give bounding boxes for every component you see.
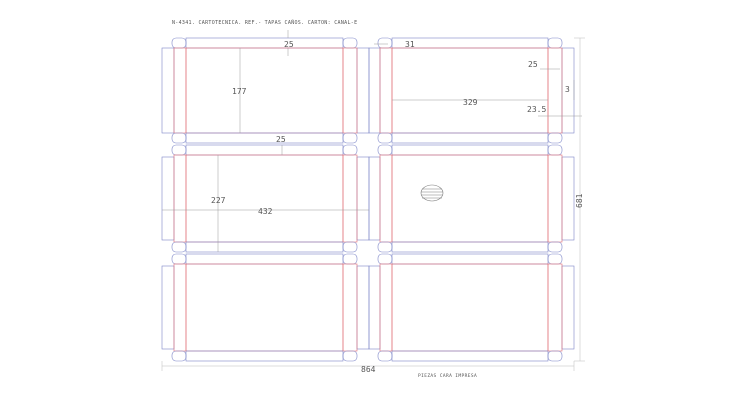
dim-top-flap: 25: [284, 40, 294, 49]
bottom-row: [161, 253, 575, 362]
dim-top-length: 329: [463, 98, 478, 107]
center-logo-mark: [420, 184, 444, 202]
dimension-lines: [161, 30, 585, 371]
footer-note: PIEZAS CARA IMPRESA: [418, 373, 477, 379]
dim-mid-length: 432: [258, 207, 273, 216]
dim-small-gap: 3: [565, 85, 570, 94]
dim-corner-flap: 23.5: [527, 105, 546, 114]
dim-overall-width: 864: [361, 365, 376, 374]
middle-row: [161, 144, 575, 253]
dim-mid-flap: 25: [276, 135, 286, 144]
dim-mid-height: 227: [211, 196, 226, 205]
dim-overall-height: 681: [575, 193, 584, 208]
dim-panel-height: 177: [232, 87, 247, 96]
dim-side-flap: 25: [528, 60, 538, 69]
dim-top-gap: 31: [405, 40, 415, 49]
top-row: [161, 37, 575, 144]
drawing-title: N-4341. CARTOTECNICA. REF.- TAPAS CAÑOS.…: [172, 19, 357, 26]
